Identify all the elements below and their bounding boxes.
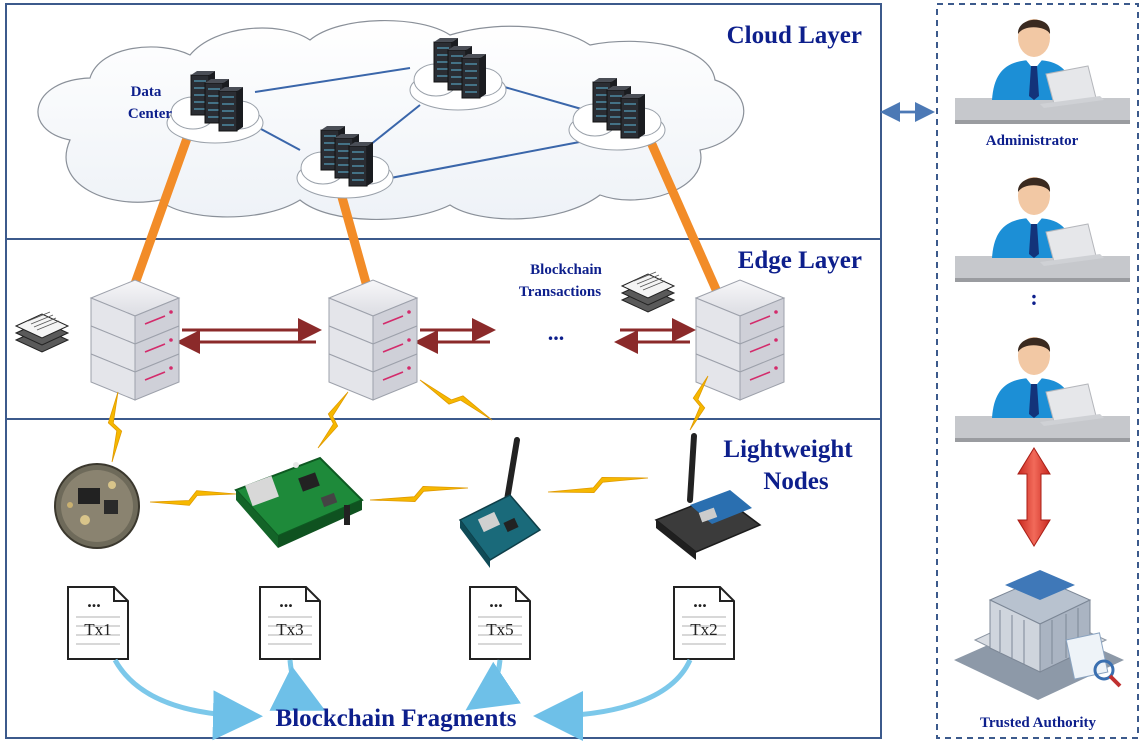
doc-ellipsis: ... (693, 591, 707, 611)
transaction-label: Tx2 (690, 620, 717, 639)
lightning-bolt-icon (149, 490, 237, 506)
lightning-bolt-icon (317, 391, 349, 449)
bc-transactions-label-2: Transactions (519, 284, 601, 300)
administrator-icon (955, 19, 1130, 124)
trusted-authority-label: Trusted Authority (980, 715, 1096, 731)
lightweight-title-1: Lightweight (723, 436, 853, 463)
data-center-3 (409, 38, 507, 111)
data-center-label-1: Data (131, 84, 162, 100)
blockchain-fragments-label: Blockchain Fragments (276, 705, 517, 732)
transaction-document: ... Tx3 (259, 586, 321, 660)
red-double-arrow (1017, 447, 1051, 547)
server-rack-icon (461, 54, 486, 99)
lightning-bolt-icon (547, 476, 649, 494)
data-center-1 (166, 71, 264, 144)
fragment-flow-arrows (112, 658, 693, 741)
server-rack-icon (620, 94, 645, 139)
trusted-authority-building (954, 570, 1124, 700)
lightning-bolt-icon (689, 375, 709, 431)
data-center-2 (296, 126, 394, 199)
doc-ellipsis: ... (489, 591, 503, 611)
doc-ellipsis: ... (87, 591, 101, 611)
edge-server-1 (89, 279, 181, 401)
administrator-icon (955, 177, 1130, 282)
lightning-bolt-icon (369, 486, 469, 502)
edge-server-2 (327, 279, 419, 401)
transaction-document: ... Tx2 (673, 586, 735, 660)
bc-transactions-label-1: Blockchain (530, 262, 602, 278)
administrator-icon (955, 337, 1130, 442)
cloud-shape (37, 19, 745, 221)
edge-server-3 (694, 279, 786, 401)
lightning-bolt-icon (107, 391, 123, 463)
server-rack-icon (348, 142, 373, 187)
transaction-label: Tx1 (84, 620, 111, 639)
edge-arrows (176, 318, 696, 354)
data-center-4 (568, 78, 666, 151)
server-rack-icon (218, 87, 243, 132)
transaction-document: ... Tx1 (67, 586, 129, 660)
lightning-bolt-icon (419, 379, 493, 421)
sensor-node-antenna-2 (654, 433, 762, 560)
authority-panel (936, 3, 1139, 739)
data-center-label-2: Center (128, 106, 172, 122)
cloud-layer-title: Cloud Layer (727, 22, 862, 49)
administrator-ellipsis: : (1030, 285, 1037, 310)
edge-layer-title: Edge Layer (738, 247, 862, 274)
lightweight-title-2: Nodes (763, 468, 829, 495)
tx-stack-left-icon (14, 311, 70, 353)
transaction-label: Tx3 (276, 620, 303, 639)
sensor-node-pcb (234, 456, 364, 548)
main-frame (5, 3, 882, 739)
doc-ellipsis: ... (279, 591, 293, 611)
cloud-edge-links (127, 128, 723, 296)
sensor-node-antenna-1 (458, 437, 542, 568)
tx-stack-top-icon (620, 271, 676, 313)
edge-ellipsis: ... (548, 320, 565, 345)
administrator-label: Administrator (986, 133, 1079, 149)
transaction-label: Tx5 (486, 620, 513, 639)
transaction-document: ... Tx5 (469, 586, 531, 660)
sensor-node-round (54, 463, 140, 549)
